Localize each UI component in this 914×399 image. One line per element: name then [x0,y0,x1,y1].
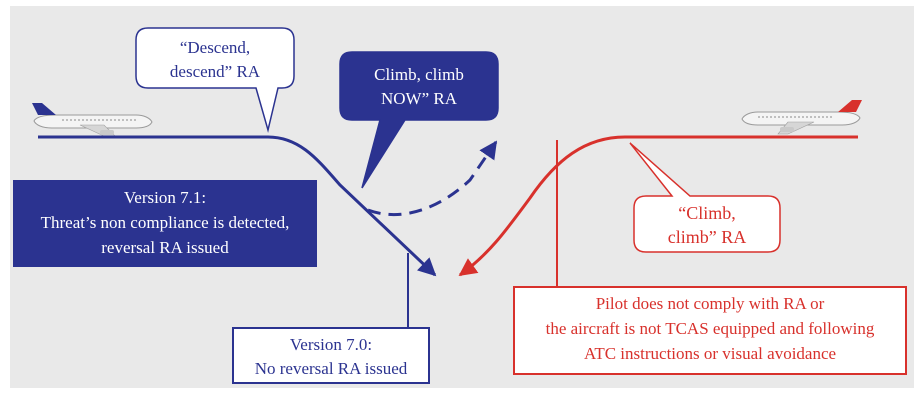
airliner-icon [741,100,862,135]
reversal-climb-path [367,140,498,217]
version-70-line-1: Version 7.0: [290,335,372,354]
left-aircraft [32,103,153,138]
climb-ra-line-2: climb” RA [668,227,747,247]
climb-ra-callout [629,142,781,253]
pilot-note-line-1: Pilot does not comply with RA or [596,294,825,313]
red-climb-trajectory [458,135,858,277]
pilot-note-line-3: ATC instructions or visual avoidance [584,344,836,363]
descend-ra-line-2: descend” RA [170,62,261,81]
version-71-box [13,180,317,267]
blue-descent-trajectory [38,135,437,277]
descend-ra-callout [135,27,295,133]
version-70-box [232,327,430,384]
pilot-note-line-2: the aircraft is not TCAS equipped and fo… [546,319,875,338]
version-71-line-2: Threat’s non compliance is detected, [41,213,290,232]
climb-now-ra-line-2: NOW” RA [381,89,458,108]
pilot-note-box [513,286,907,375]
climb-ra-line-1: “Climb, [678,203,736,223]
version-70-line-2: No reversal RA issued [255,359,408,378]
version-71-line-1: Version 7.1: [124,188,206,207]
airliner-icon [32,103,153,138]
climb-now-ra-callout [339,51,499,189]
version-71-line-3: reversal RA issued [101,238,229,257]
descend-ra-line-1: “Descend, [180,38,250,57]
right-aircraft [741,100,862,135]
climb-now-ra-line-1: Climb, climb [374,65,464,84]
